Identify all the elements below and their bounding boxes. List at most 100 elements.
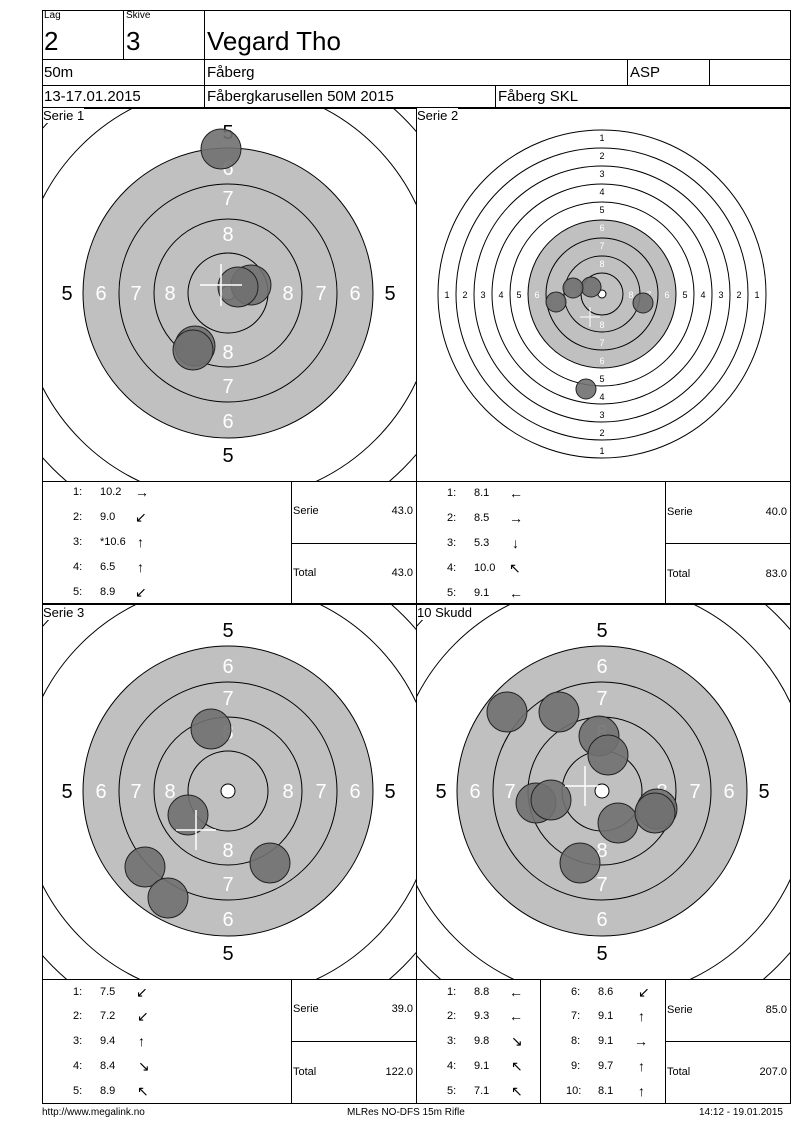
shot-number: 8: bbox=[571, 1035, 581, 1047]
svg-text:5: 5 bbox=[384, 283, 395, 305]
shot-value: 8.9 bbox=[100, 586, 116, 598]
shot-hole bbox=[147, 877, 189, 919]
svg-text:5: 5 bbox=[435, 781, 446, 803]
svg-text:4: 4 bbox=[498, 290, 503, 300]
target-serie-3: 5 5 5 5 6 6 6 6 7 7 7 7 8 8 8 8 bbox=[43, 605, 416, 979]
divider bbox=[291, 481, 292, 604]
svg-text:6: 6 bbox=[222, 909, 233, 931]
total-value: 207.0 bbox=[759, 1066, 787, 1078]
svg-text:6: 6 bbox=[95, 781, 106, 803]
svg-text:3: 3 bbox=[480, 290, 485, 300]
shot-number: 1: bbox=[447, 487, 457, 499]
shot-number: 5: bbox=[73, 586, 83, 598]
shot-value: 8.9 bbox=[100, 1085, 116, 1097]
shot-number: 4: bbox=[73, 1060, 83, 1072]
svg-text:8: 8 bbox=[282, 781, 293, 803]
svg-text:7: 7 bbox=[315, 283, 326, 305]
svg-text:6: 6 bbox=[599, 356, 604, 366]
divider bbox=[665, 1041, 791, 1042]
shot-number: 4: bbox=[73, 561, 83, 573]
shot-hole bbox=[545, 291, 567, 313]
direction-arrow-icon: → bbox=[135, 484, 149, 500]
shot-value: 9.1 bbox=[474, 587, 490, 599]
direction-arrow-icon: ↑ bbox=[137, 534, 144, 550]
svg-text:7: 7 bbox=[596, 874, 607, 896]
shot-hole bbox=[530, 779, 572, 821]
shot-number: 1: bbox=[73, 986, 83, 998]
ring-numbers: 5 5 5 5 6 6 6 6 7 7 7 7 8 8 8 8 bbox=[61, 122, 395, 467]
shot-hole bbox=[580, 276, 602, 298]
date: 13-17.01.2015 bbox=[44, 88, 141, 105]
shot-number: 7: bbox=[571, 1010, 581, 1022]
shot-number: 5: bbox=[447, 1085, 457, 1097]
shot-holes bbox=[124, 708, 291, 919]
panel-title-serie-2: Serie 2 bbox=[417, 108, 459, 123]
shot-value: 9.7 bbox=[598, 1060, 614, 1072]
svg-text:7: 7 bbox=[596, 688, 607, 710]
direction-arrow-icon: ← bbox=[509, 485, 523, 501]
svg-text:1: 1 bbox=[599, 446, 604, 456]
shot-hole bbox=[587, 734, 629, 776]
svg-text:5: 5 bbox=[61, 781, 72, 803]
direction-arrow-icon: ← bbox=[509, 984, 523, 1000]
svg-text:8: 8 bbox=[222, 224, 233, 246]
shot-value: 10.2 bbox=[100, 486, 122, 498]
svg-text:8: 8 bbox=[222, 840, 233, 862]
direction-arrow-icon: ↑ bbox=[138, 1033, 145, 1049]
shot-number: 9: bbox=[571, 1060, 581, 1072]
direction-arrow-icon: ↓ bbox=[512, 535, 519, 551]
shot-hole bbox=[172, 329, 214, 371]
shot-hole bbox=[200, 128, 242, 170]
svg-text:8: 8 bbox=[599, 320, 604, 330]
svg-text:3: 3 bbox=[599, 169, 604, 179]
club: Fåberg bbox=[207, 64, 255, 81]
shot-hole bbox=[634, 792, 676, 834]
direction-arrow-icon: ↙ bbox=[135, 509, 147, 525]
svg-text:2: 2 bbox=[599, 151, 604, 161]
divider bbox=[42, 481, 791, 482]
shot-holes bbox=[545, 276, 654, 400]
total-value: 43.0 bbox=[391, 567, 413, 579]
serie-value: 43.0 bbox=[391, 505, 413, 517]
svg-text:7: 7 bbox=[599, 241, 604, 251]
svg-text:7: 7 bbox=[599, 338, 604, 348]
shot-holes bbox=[486, 691, 678, 884]
direction-arrow-icon: ↘ bbox=[511, 1033, 523, 1049]
shot-value: 9.0 bbox=[100, 511, 116, 523]
svg-text:6: 6 bbox=[723, 781, 734, 803]
shot-number: 3: bbox=[73, 1035, 83, 1047]
direction-arrow-icon: → bbox=[634, 1033, 648, 1049]
shot-hole bbox=[632, 292, 654, 314]
svg-text:6: 6 bbox=[596, 656, 607, 678]
shot-number: 10: bbox=[566, 1085, 582, 1097]
divider bbox=[627, 59, 628, 85]
total-value: 83.0 bbox=[765, 568, 787, 580]
shot-number: 2: bbox=[73, 511, 83, 523]
shot-value: 8.5 bbox=[474, 512, 490, 524]
group-center-cross bbox=[176, 810, 216, 850]
svg-text:7: 7 bbox=[504, 781, 515, 803]
panel-title-serie-1: Serie 1 bbox=[43, 108, 85, 123]
event-name: Fåbergkarusellen 50M 2015 bbox=[207, 88, 394, 105]
divider bbox=[416, 604, 417, 1104]
svg-text:4: 4 bbox=[700, 290, 705, 300]
total-label: Total bbox=[293, 567, 317, 579]
shot-hole bbox=[190, 708, 232, 750]
divider bbox=[665, 481, 666, 604]
divider bbox=[42, 979, 791, 980]
svg-text:3: 3 bbox=[599, 410, 604, 420]
total-label: Total bbox=[293, 1066, 317, 1078]
organizer: Fåberg SKL bbox=[498, 88, 579, 105]
footer-url[interactable]: http://www.megalink.no bbox=[42, 1107, 145, 1118]
distance: 50m bbox=[44, 64, 74, 81]
svg-text:1: 1 bbox=[754, 290, 759, 300]
direction-arrow-icon: ↑ bbox=[137, 559, 144, 575]
svg-text:8: 8 bbox=[628, 290, 633, 300]
total-label: Total bbox=[667, 1066, 691, 1078]
svg-text:4: 4 bbox=[599, 187, 604, 197]
svg-text:7: 7 bbox=[222, 376, 233, 398]
svg-text:8: 8 bbox=[596, 840, 607, 862]
shot-number: 3: bbox=[447, 537, 457, 549]
svg-text:8: 8 bbox=[599, 259, 604, 269]
direction-arrow-icon: ↖ bbox=[509, 560, 521, 576]
